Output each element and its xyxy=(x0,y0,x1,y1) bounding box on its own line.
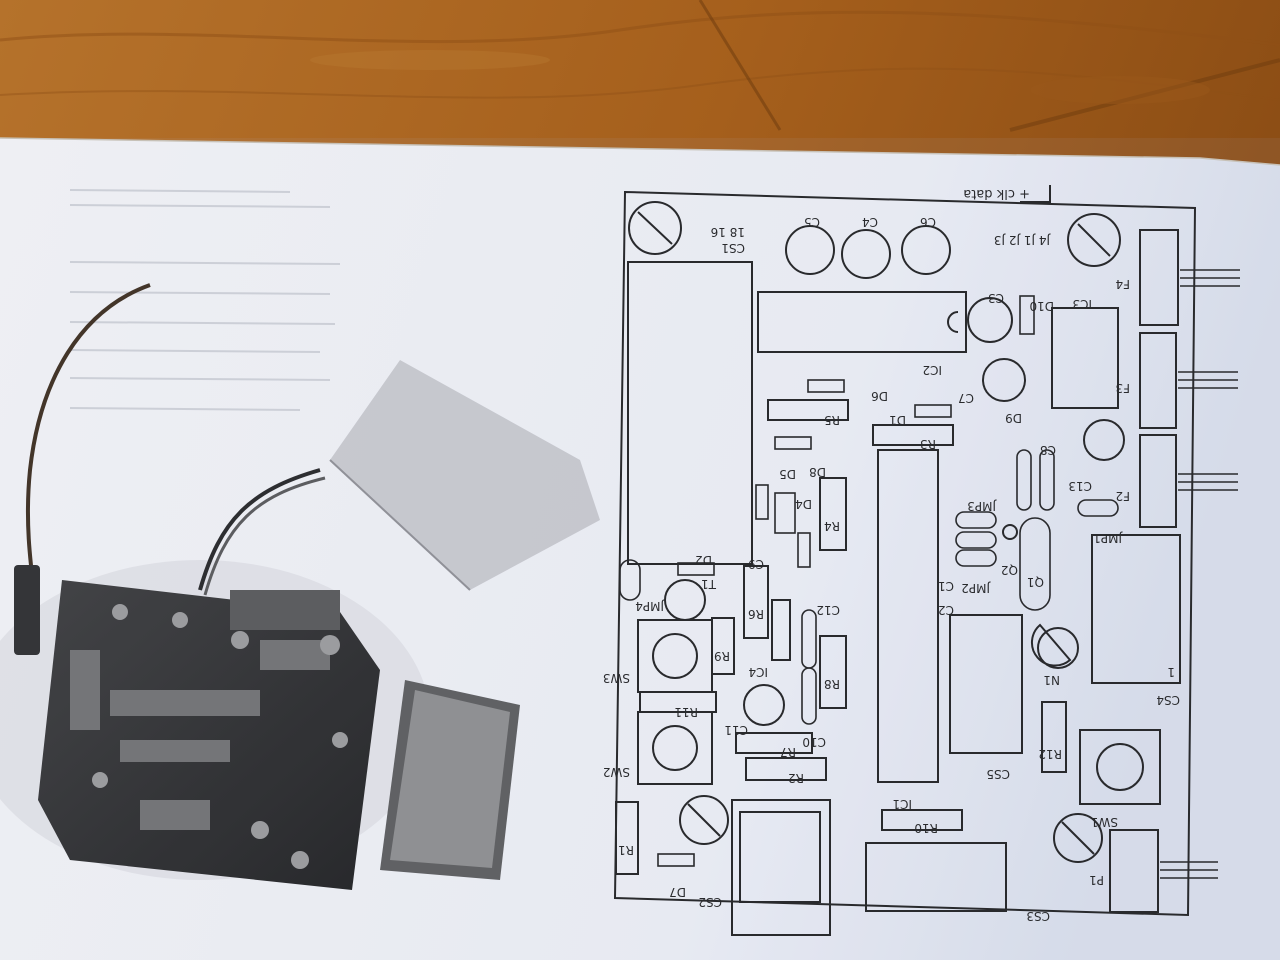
label-cs3: CS3 xyxy=(1026,909,1050,923)
label-cs5: CS5 xyxy=(986,767,1010,781)
label-jmp2: JMP2 xyxy=(961,581,991,595)
label-c2: C2 xyxy=(938,603,954,617)
label-t1: T1 xyxy=(701,577,717,591)
label-d2: D2 xyxy=(695,553,712,567)
pcb-labels: CS1 18 16 CS2 CS3 CS4 CS5 IC1 IC2 IC3 IC… xyxy=(603,186,1180,923)
assembled-board-photo xyxy=(0,283,600,890)
label-c6: C6 xyxy=(920,215,936,229)
label-f4: F4 xyxy=(1115,277,1130,291)
cs1-block xyxy=(627,261,753,565)
label-jmp4: JMP4 xyxy=(635,599,665,613)
label-pin-one: 1 xyxy=(1167,665,1175,679)
label-c5: C5 xyxy=(804,215,820,229)
label-jmp3: JMP3 xyxy=(967,499,997,513)
label-sw3: SW3 xyxy=(603,671,630,685)
ic3-body xyxy=(1051,307,1119,409)
label-r12: R12 xyxy=(1038,747,1062,761)
n1-transistor xyxy=(1030,623,1072,667)
cs2-connector xyxy=(731,799,831,936)
label-c4: C4 xyxy=(862,215,878,229)
label-ic1: IC1 xyxy=(892,797,912,811)
f2-connector xyxy=(1139,434,1177,528)
board-outline xyxy=(613,190,1197,917)
label-n1: N1 xyxy=(1043,673,1060,687)
label-r8: R8 xyxy=(824,677,840,691)
faint-text-lines xyxy=(69,189,341,411)
label-d10: D10 xyxy=(1029,299,1054,313)
label-r2: R2 xyxy=(788,771,804,785)
p1-connector xyxy=(1109,829,1159,913)
label-d1: D1 xyxy=(889,413,906,427)
label-c3: C3 xyxy=(988,291,1004,305)
cs3-header xyxy=(865,842,1007,912)
label-r10: R10 xyxy=(914,821,938,835)
label-c11: C11 xyxy=(724,723,748,737)
small-caps-jumpers xyxy=(619,449,1119,725)
label-d6: D6 xyxy=(871,389,888,403)
label-d4: D4 xyxy=(795,497,812,511)
label-r1: R1 xyxy=(618,843,634,857)
cs5-header xyxy=(949,614,1023,754)
label-f2: F2 xyxy=(1115,489,1130,503)
electrolytic-caps xyxy=(664,225,1125,726)
push-buttons xyxy=(637,619,1161,805)
label-c10: C10 xyxy=(802,735,826,749)
label-r3: R3 xyxy=(920,437,936,451)
label-ic4: IC4 xyxy=(748,665,768,679)
label-cs1: CS1 xyxy=(721,241,745,255)
label-r4: R4 xyxy=(824,519,840,533)
label-r11: R11 xyxy=(674,705,698,719)
label-d5: D5 xyxy=(779,467,796,481)
label-cs1-pins: 18 16 xyxy=(711,225,745,239)
label-d7: D7 xyxy=(669,885,686,899)
label-r7: R7 xyxy=(780,745,796,759)
label-c9: C9 xyxy=(748,557,764,571)
pcb-diagram xyxy=(613,185,1240,936)
label-cs4: CS4 xyxy=(1156,693,1180,707)
ic1-body xyxy=(877,449,939,783)
label-c12: C12 xyxy=(816,603,840,617)
label-ic2: IC2 xyxy=(922,363,942,377)
label-j-row: J4 J1 J2 J3 xyxy=(994,233,1051,247)
label-connector-top: + clk data xyxy=(963,186,1030,201)
f4-connector xyxy=(1139,229,1179,326)
ribbon-cable xyxy=(198,468,321,591)
top-connector-mark xyxy=(1020,185,1051,203)
f3-connector xyxy=(1139,332,1177,429)
label-p1: P1 xyxy=(1089,873,1104,887)
label-d9: D9 xyxy=(1005,411,1022,425)
label-sw2: SW2 xyxy=(603,765,630,779)
lighting-vignette xyxy=(0,138,1280,960)
cable-plug xyxy=(14,565,40,655)
label-r5: R5 xyxy=(824,413,840,427)
label-jmp1: JMP1 xyxy=(1093,531,1123,545)
label-f3: F3 xyxy=(1115,381,1130,395)
mounting-screws xyxy=(628,201,1121,863)
label-c13: C13 xyxy=(1068,479,1092,493)
label-q2: Q2 xyxy=(1001,563,1018,577)
cs4-header xyxy=(1091,534,1181,684)
label-c1: C1 xyxy=(938,579,954,593)
label-cs2: CS2 xyxy=(698,895,722,909)
q1-transistor xyxy=(1002,524,1018,540)
resistors xyxy=(615,399,1067,875)
label-r9: R9 xyxy=(714,649,730,663)
label-c7: C7 xyxy=(958,391,974,405)
ic2-body xyxy=(757,291,967,353)
ic4-body xyxy=(771,599,791,661)
diodes xyxy=(657,295,1035,867)
label-q1: Q1 xyxy=(1027,575,1044,589)
label-d8: D8 xyxy=(809,465,826,479)
label-r6: R6 xyxy=(748,607,764,621)
module-enclosure xyxy=(330,360,600,590)
label-ic3: IC3 xyxy=(1072,297,1092,311)
label-c8: C8 xyxy=(1040,443,1056,457)
cable xyxy=(25,283,151,601)
label-sw1: SW1 xyxy=(1091,815,1118,829)
